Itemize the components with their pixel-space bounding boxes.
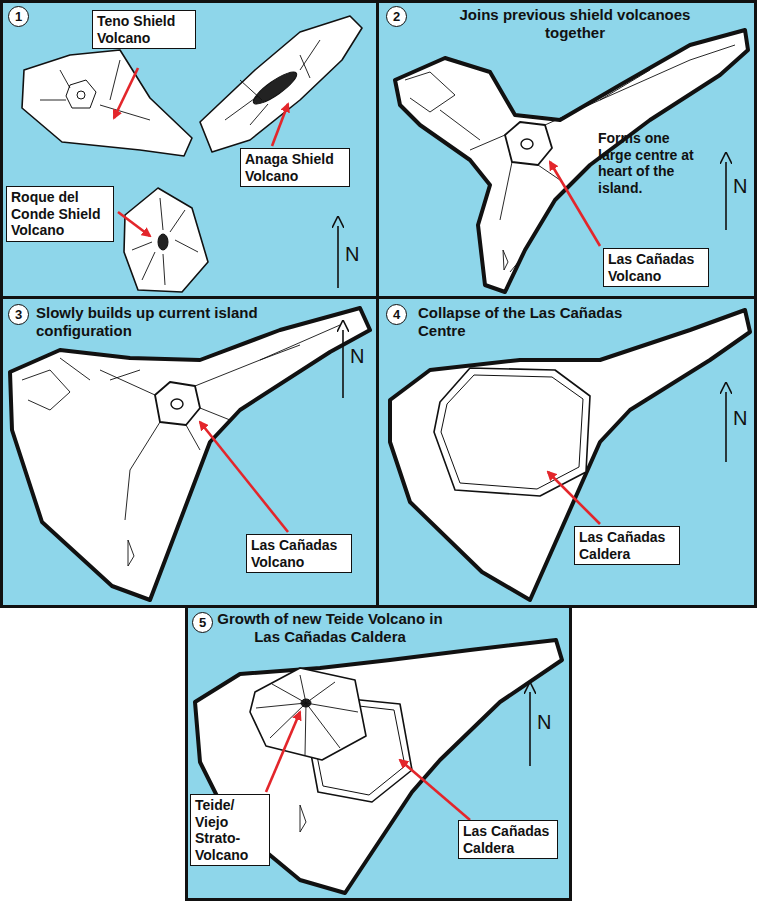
diagram-panel: 1 Teno Shield VolcanoAnaga Shield Volcano…: [0, 0, 378, 298]
label-box: Las Cañadas Volcano: [603, 248, 709, 287]
north-label: N: [345, 244, 359, 264]
label-box: Anaga Shield Volcano: [240, 148, 350, 187]
north-label: N: [733, 176, 747, 196]
step-number: 5: [192, 612, 213, 633]
label-text: Teide/ Viejo Strato- Volcano: [195, 797, 265, 863]
step-number: 3: [8, 304, 29, 325]
panel-heading: Slowly builds up current island configur…: [36, 304, 321, 339]
label-box: Teno Shield Volcano: [92, 10, 196, 49]
label-box: Las Cañadas Volcano: [246, 534, 352, 573]
label-box: Roque del Conde Shield Volcano: [6, 186, 114, 242]
label-text: Las Cañadas Caldera: [579, 529, 675, 562]
diagram-panel: 2 Joins previous shield volcanoes togethe…: [378, 0, 757, 298]
label-box: Las Cañadas Caldera: [574, 526, 680, 565]
label-text: Anaga Shield Volcano: [245, 151, 345, 184]
panel-heading: Collapse of the Las Cañadas Centre: [418, 304, 668, 339]
panel-heading: Joins previous shield volcanoes together: [430, 6, 720, 41]
panel-heading: Growth of new Teide Volcano in Las Cañad…: [205, 610, 455, 645]
step-number: 4: [386, 304, 407, 325]
north-label: N: [350, 346, 364, 366]
label-box: Teide/ Viejo Strato- Volcano: [190, 794, 270, 866]
north-label: N: [733, 408, 747, 428]
label-box: Las Cañadas Caldera: [458, 820, 558, 859]
diagram-panel: 3 Slowly builds up current island configu…: [0, 298, 378, 607]
north-label: N: [537, 712, 551, 732]
step-number: 2: [386, 6, 407, 27]
label-text: Teno Shield Volcano: [97, 13, 191, 46]
label-text: Las Cañadas Volcano: [251, 537, 347, 570]
diagram-panel: 5Growth of new Teide Volcano in Las Caña…: [186, 607, 571, 901]
label-text: Roque del Conde Shield Volcano: [11, 189, 109, 239]
label-text: Las Cañadas Volcano: [608, 251, 704, 284]
diagram-panel: 4 Collapse of the Las Cañadas CentreLas C…: [378, 298, 757, 607]
note-text: Forms one large centre at heart of the i…: [598, 130, 702, 196]
label-text: Las Cañadas Caldera: [463, 823, 553, 856]
step-number: 1: [8, 6, 29, 27]
